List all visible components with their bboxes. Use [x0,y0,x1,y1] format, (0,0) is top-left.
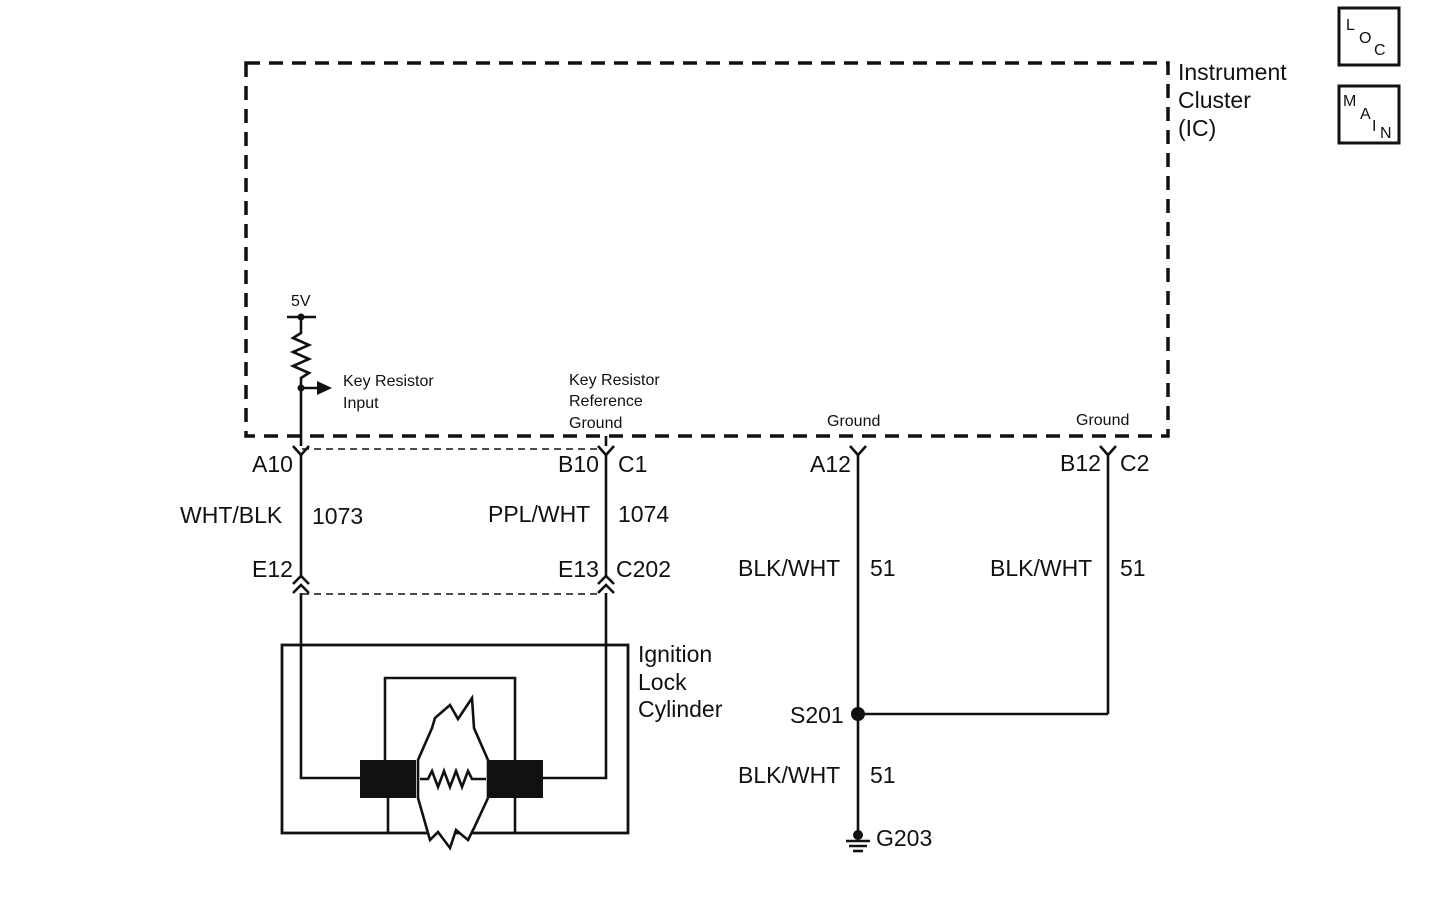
cluster-label-line3: (IC) [1178,115,1216,141]
splice-node [851,707,865,721]
wire-circuit-3: 51 [870,555,896,581]
svg-text:I: I [1372,118,1376,135]
wire-circuit-5: 51 [870,762,896,788]
pin-c2: C2 [1120,450,1149,476]
wire-color-2: PPL/WHT [488,501,590,527]
key-shape [416,694,490,851]
svg-text:C: C [1374,42,1386,59]
ignition-label-line2: Lock [638,669,687,695]
key-resistor-input-label-1: Key Resistor [343,373,434,390]
wire-circuit-1: 1073 [312,503,363,529]
voltage-label: 5V [291,293,311,310]
svg-text:A: A [1360,106,1371,123]
pin-a10: A10 [252,451,293,477]
key-resistor-ref-label-2: Reference [569,393,643,410]
pin-a12: A12 [810,451,851,477]
pin-c1: C1 [618,451,647,477]
pin-b10: B10 [558,451,599,477]
cluster-label-line1: Instrument [1178,59,1287,85]
wire-color-4: BLK/WHT [990,555,1092,581]
pullup-resistor [289,317,313,436]
pin-e13: E13 [558,556,599,582]
key-resistor-pellet [420,767,486,791]
svg-text:L: L [1346,17,1355,34]
ground-label-1: Ground [827,413,880,430]
svg-text:O: O [1359,30,1371,47]
signal-arrow-icon [317,381,332,395]
wire-color-5: BLK/WHT [738,762,840,788]
connector-c202: C202 [616,556,671,582]
key-contact-left [360,760,416,798]
key-contact-right [487,760,543,798]
ground-point-label: G203 [876,825,932,851]
cluster-label-line2: Cluster [1178,87,1251,113]
ignition-label-line3: Cylinder [638,696,723,722]
wire-circuit-4: 51 [1120,555,1146,581]
svg-text:M: M [1343,93,1356,110]
ground-label-2: Ground [1076,412,1129,429]
instrument-cluster-boundary [244,61,1170,438]
wire-circuit-2: 1074 [618,501,669,527]
ignition-label-line1: Ignition [638,641,712,667]
splice-label: S201 [790,702,844,728]
main-button[interactable]: M A I N [1337,84,1401,145]
key-resistor-input-label-2: Input [343,395,379,412]
svg-text:N: N [1380,125,1392,142]
loc-button[interactable]: L O C [1337,6,1401,67]
wire-color-1: WHT/BLK [180,502,283,528]
ground-icon [846,830,870,853]
pin-b12: B12 [1060,450,1101,476]
pin-e12: E12 [252,556,293,582]
key-resistor-ref-label-1: Key Resistor [569,372,660,389]
key-resistor-ref-label-3: Ground [569,415,622,432]
wire-color-3: BLK/WHT [738,555,840,581]
